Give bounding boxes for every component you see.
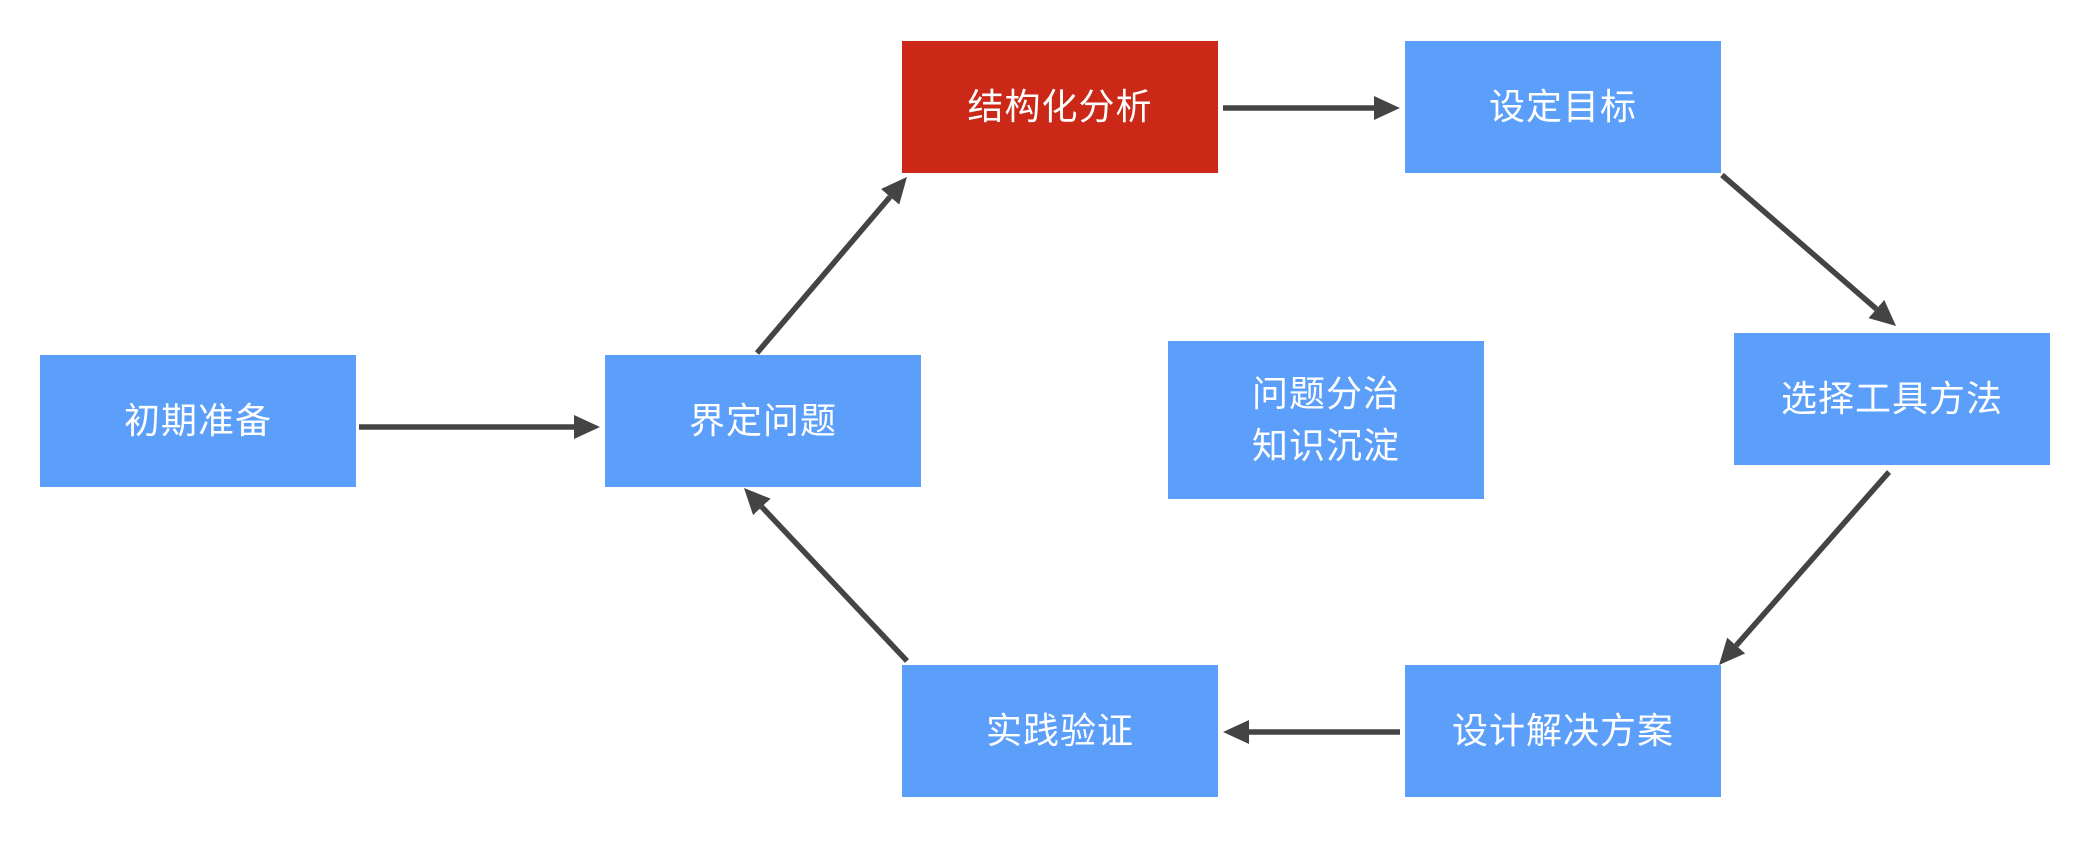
node-design-solution: 设计解决方案 xyxy=(1405,665,1721,797)
node-label: 选择工具方法 xyxy=(1780,377,2003,419)
node-initial-preparation: 初期准备 xyxy=(40,355,356,487)
arrow-verify-to-define xyxy=(743,487,910,663)
center-line-2: 知识沉淀 xyxy=(1251,425,1400,466)
arrow-define-to-analyze xyxy=(754,177,907,355)
node-label: 设计解决方案 xyxy=(1451,709,1674,751)
node-label: 结构化分析 xyxy=(967,85,1153,127)
arrow-goal-to-tools xyxy=(1720,172,1897,327)
node-set-goal: 设定目标 xyxy=(1405,41,1721,173)
node-define-problem: 界定问题 xyxy=(605,355,921,487)
node-label: 实践验证 xyxy=(985,709,1134,751)
node-label: 界定问题 xyxy=(688,399,837,441)
node-label: 初期准备 xyxy=(123,399,272,441)
node-practice-verify: 实践验证 xyxy=(902,665,1218,797)
node-center-summary: 问题分治 知识沉淀 xyxy=(1168,341,1484,499)
node-label: 设定目标 xyxy=(1488,85,1637,127)
center-line-1: 问题分治 xyxy=(1251,372,1400,414)
node-select-tools: 选择工具方法 xyxy=(1734,333,2050,465)
node-structured-analysis: 结构化分析 xyxy=(902,41,1218,173)
arrow-tools-to-design xyxy=(1719,470,1892,666)
